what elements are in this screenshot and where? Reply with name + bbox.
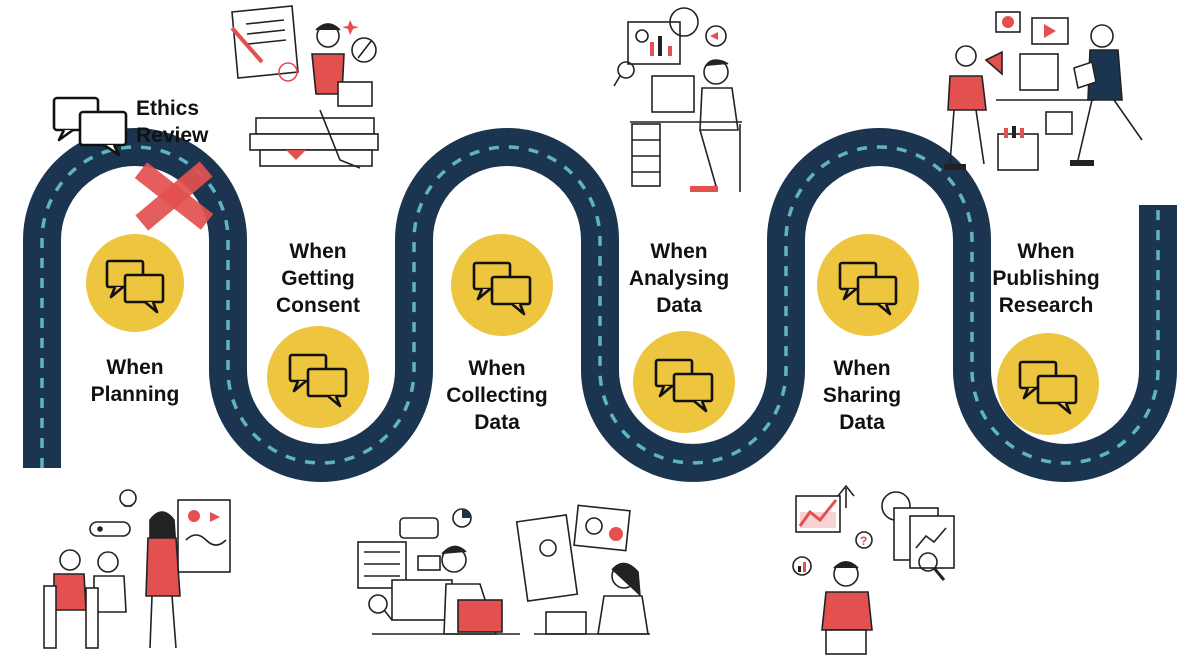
stage-label-line: When <box>468 357 526 380</box>
stage-label-line: When <box>106 356 164 379</box>
milestone-planning <box>86 234 184 332</box>
illustration-people-reporting-news <box>944 11 1143 171</box>
ethics-review-label: Ethics Review <box>136 95 208 149</box>
ethics-review-line2: Review <box>136 124 209 147</box>
svg-text:?: ? <box>860 534 867 548</box>
stage-label-line: Collecting <box>446 384 548 407</box>
milestone-sharing <box>817 234 919 336</box>
stage-label-line: When <box>1017 240 1075 263</box>
stage-label-line: Publishing <box>992 267 1100 290</box>
stage-label-line: Planning <box>90 383 180 406</box>
stage-label-sharing: When Sharing Data <box>787 355 937 436</box>
stage-label-line: Data <box>839 411 885 434</box>
stage-label-line: Getting <box>281 267 355 290</box>
stage-label-consent: When Getting Consent <box>243 238 393 319</box>
milestone-collecting <box>451 234 553 336</box>
stage-label-planning: When Planning <box>60 354 210 408</box>
stage-label-line: Research <box>998 294 1094 317</box>
illustration-man-at-computer-desk <box>613 7 742 192</box>
stage-label-line: Analysing <box>628 267 730 290</box>
ethics-review-line1: Ethics <box>136 97 200 120</box>
illustration-team-presentation <box>43 489 231 649</box>
illustration-online-data-collection <box>357 504 650 635</box>
milestone-analysing <box>633 331 735 433</box>
stage-label-publishing: When Publishing Research <box>971 238 1121 319</box>
illustration-woman-thinking-with-charts: ? <box>792 484 955 655</box>
red-tape-cross-icon <box>134 161 214 231</box>
illustration-woman-reading-on-books <box>230 5 379 169</box>
stage-label-line: When <box>833 357 891 380</box>
stage-label-line: Data <box>656 294 702 317</box>
road <box>22 128 1177 482</box>
stage-label-line: Consent <box>276 294 360 317</box>
chat-bubbles-outline-icon <box>52 96 128 157</box>
milestone-consent <box>267 326 369 428</box>
stage-label-line: Sharing <box>822 384 902 407</box>
milestone-publishing <box>997 333 1099 435</box>
stage-label-line: When <box>289 240 347 263</box>
stage-label-collecting: When Collecting Data <box>422 355 572 436</box>
road-center-dashes <box>40 145 1160 468</box>
stage-label-analysing: When Analysing Data <box>604 238 754 319</box>
stage-label-line: Data <box>474 411 520 434</box>
stage-label-line: When <box>650 240 708 263</box>
